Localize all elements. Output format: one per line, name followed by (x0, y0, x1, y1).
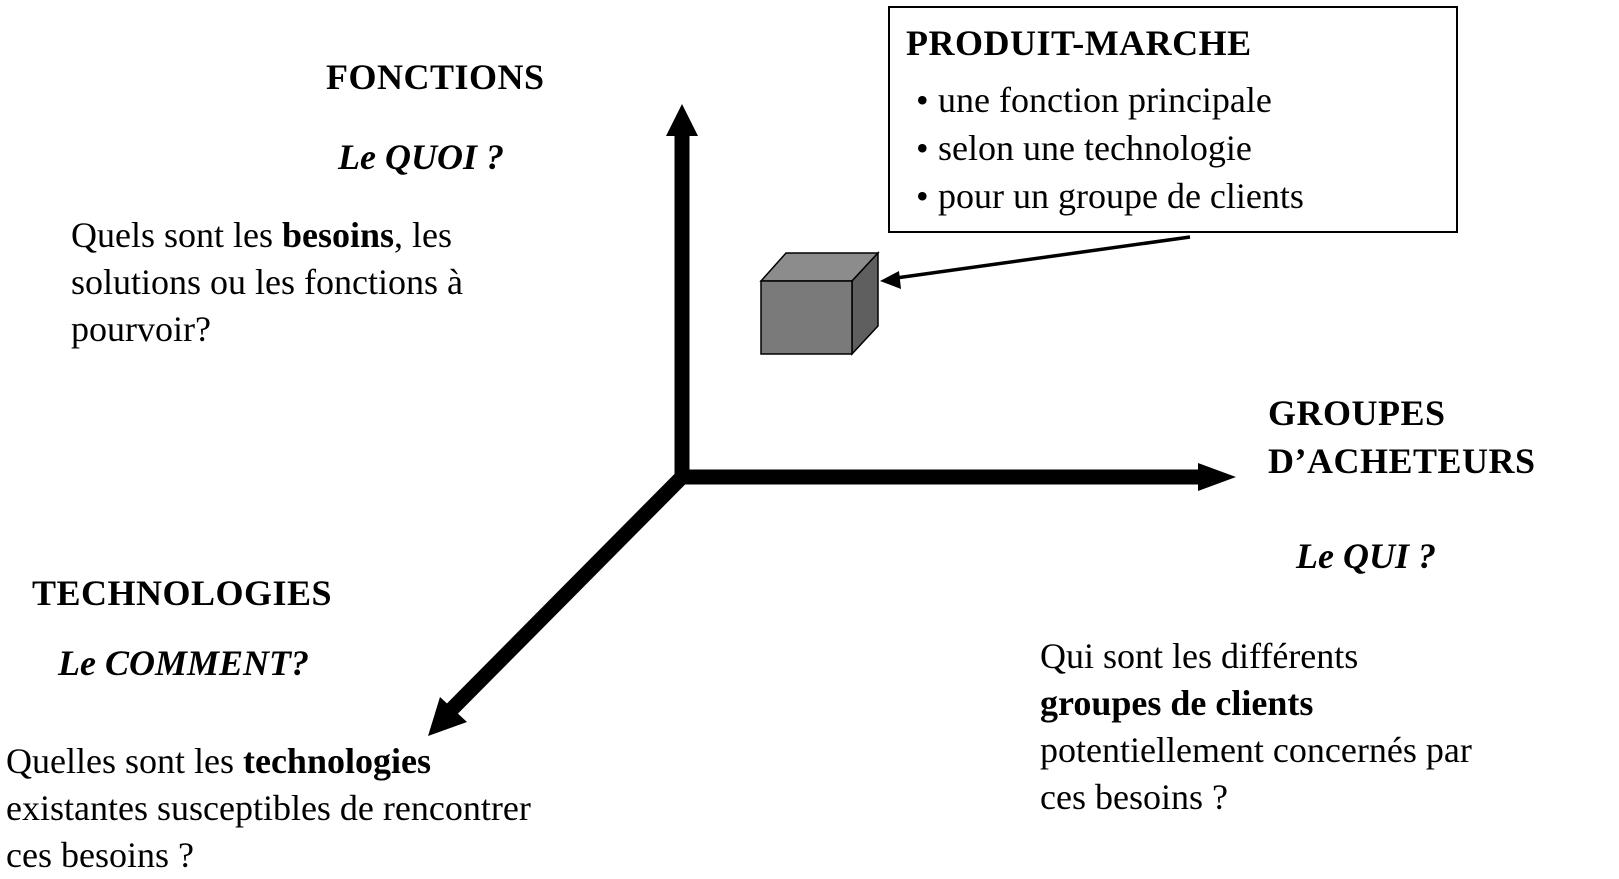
acheteurs-keyword: groupes de clients (1040, 683, 1314, 723)
technologies-description-line3: ces besoins ? (6, 835, 194, 875)
fonctions-question: Le QUOI ? (338, 137, 504, 177)
produit-marche-list: •une fonction principale •selon une tech… (916, 76, 1304, 220)
technologies-arrowhead (428, 697, 467, 736)
produit-marche-item: •selon une technologie (916, 128, 1252, 168)
technologies-description-line1: Quelles sont les technologies (6, 741, 431, 781)
acheteurs-description-line4: ces besoins ? (1040, 777, 1228, 817)
fonctions-keyword: besoins (282, 215, 395, 255)
acheteurs-description-line3: potentiellement concernés par (1040, 730, 1472, 770)
technologies-description: Quelles sont les technologies existantes… (6, 738, 531, 879)
produit-marche-item: •une fonction principale (916, 80, 1272, 120)
acheteurs-heading-line1: GROUPES (1268, 393, 1446, 433)
fonctions-description-line3: pourvoir? (71, 309, 211, 349)
fonctions-arrowhead (666, 104, 698, 136)
fonctions-description-line2: solutions ou les fonctions à (71, 262, 463, 302)
acheteurs-description: Qui sont les différents groupes de clien… (1040, 633, 1472, 821)
technologies-description-line2: existantes susceptibles de rencontrer (6, 788, 531, 828)
produit-marche-title: PRODUIT-MARCHE (906, 23, 1252, 63)
technologies-heading: TECHNOLOGIES (32, 573, 333, 613)
fonctions-description: Quels sont les besoins, les solutions ou… (71, 212, 463, 353)
technologies-axis (443, 471, 688, 718)
pointer-arrowhead (880, 271, 901, 289)
produit-marche-box: PRODUIT-MARCHE •une fonction principale … (888, 6, 1458, 233)
technologies-keyword: technologies (242, 741, 431, 781)
produit-marche-cube (759, 251, 880, 356)
acheteurs-heading-line2: D’ACHETEURS (1268, 441, 1536, 481)
technologies-question: Le COMMENT? (58, 643, 309, 683)
acheteurs-arrowhead (1198, 463, 1236, 491)
produit-marche-item: •pour un groupe de clients (916, 176, 1304, 216)
fonctions-heading: FONCTIONS (326, 57, 545, 97)
fonctions-description-line1: Quels sont les besoins, les (71, 215, 453, 255)
pointer-line (895, 235, 1191, 280)
acheteurs-description-line1: Qui sont les différents (1040, 636, 1359, 676)
cube-front-face (760, 280, 853, 355)
acheteurs-question: Le QUI ? (1296, 536, 1436, 576)
